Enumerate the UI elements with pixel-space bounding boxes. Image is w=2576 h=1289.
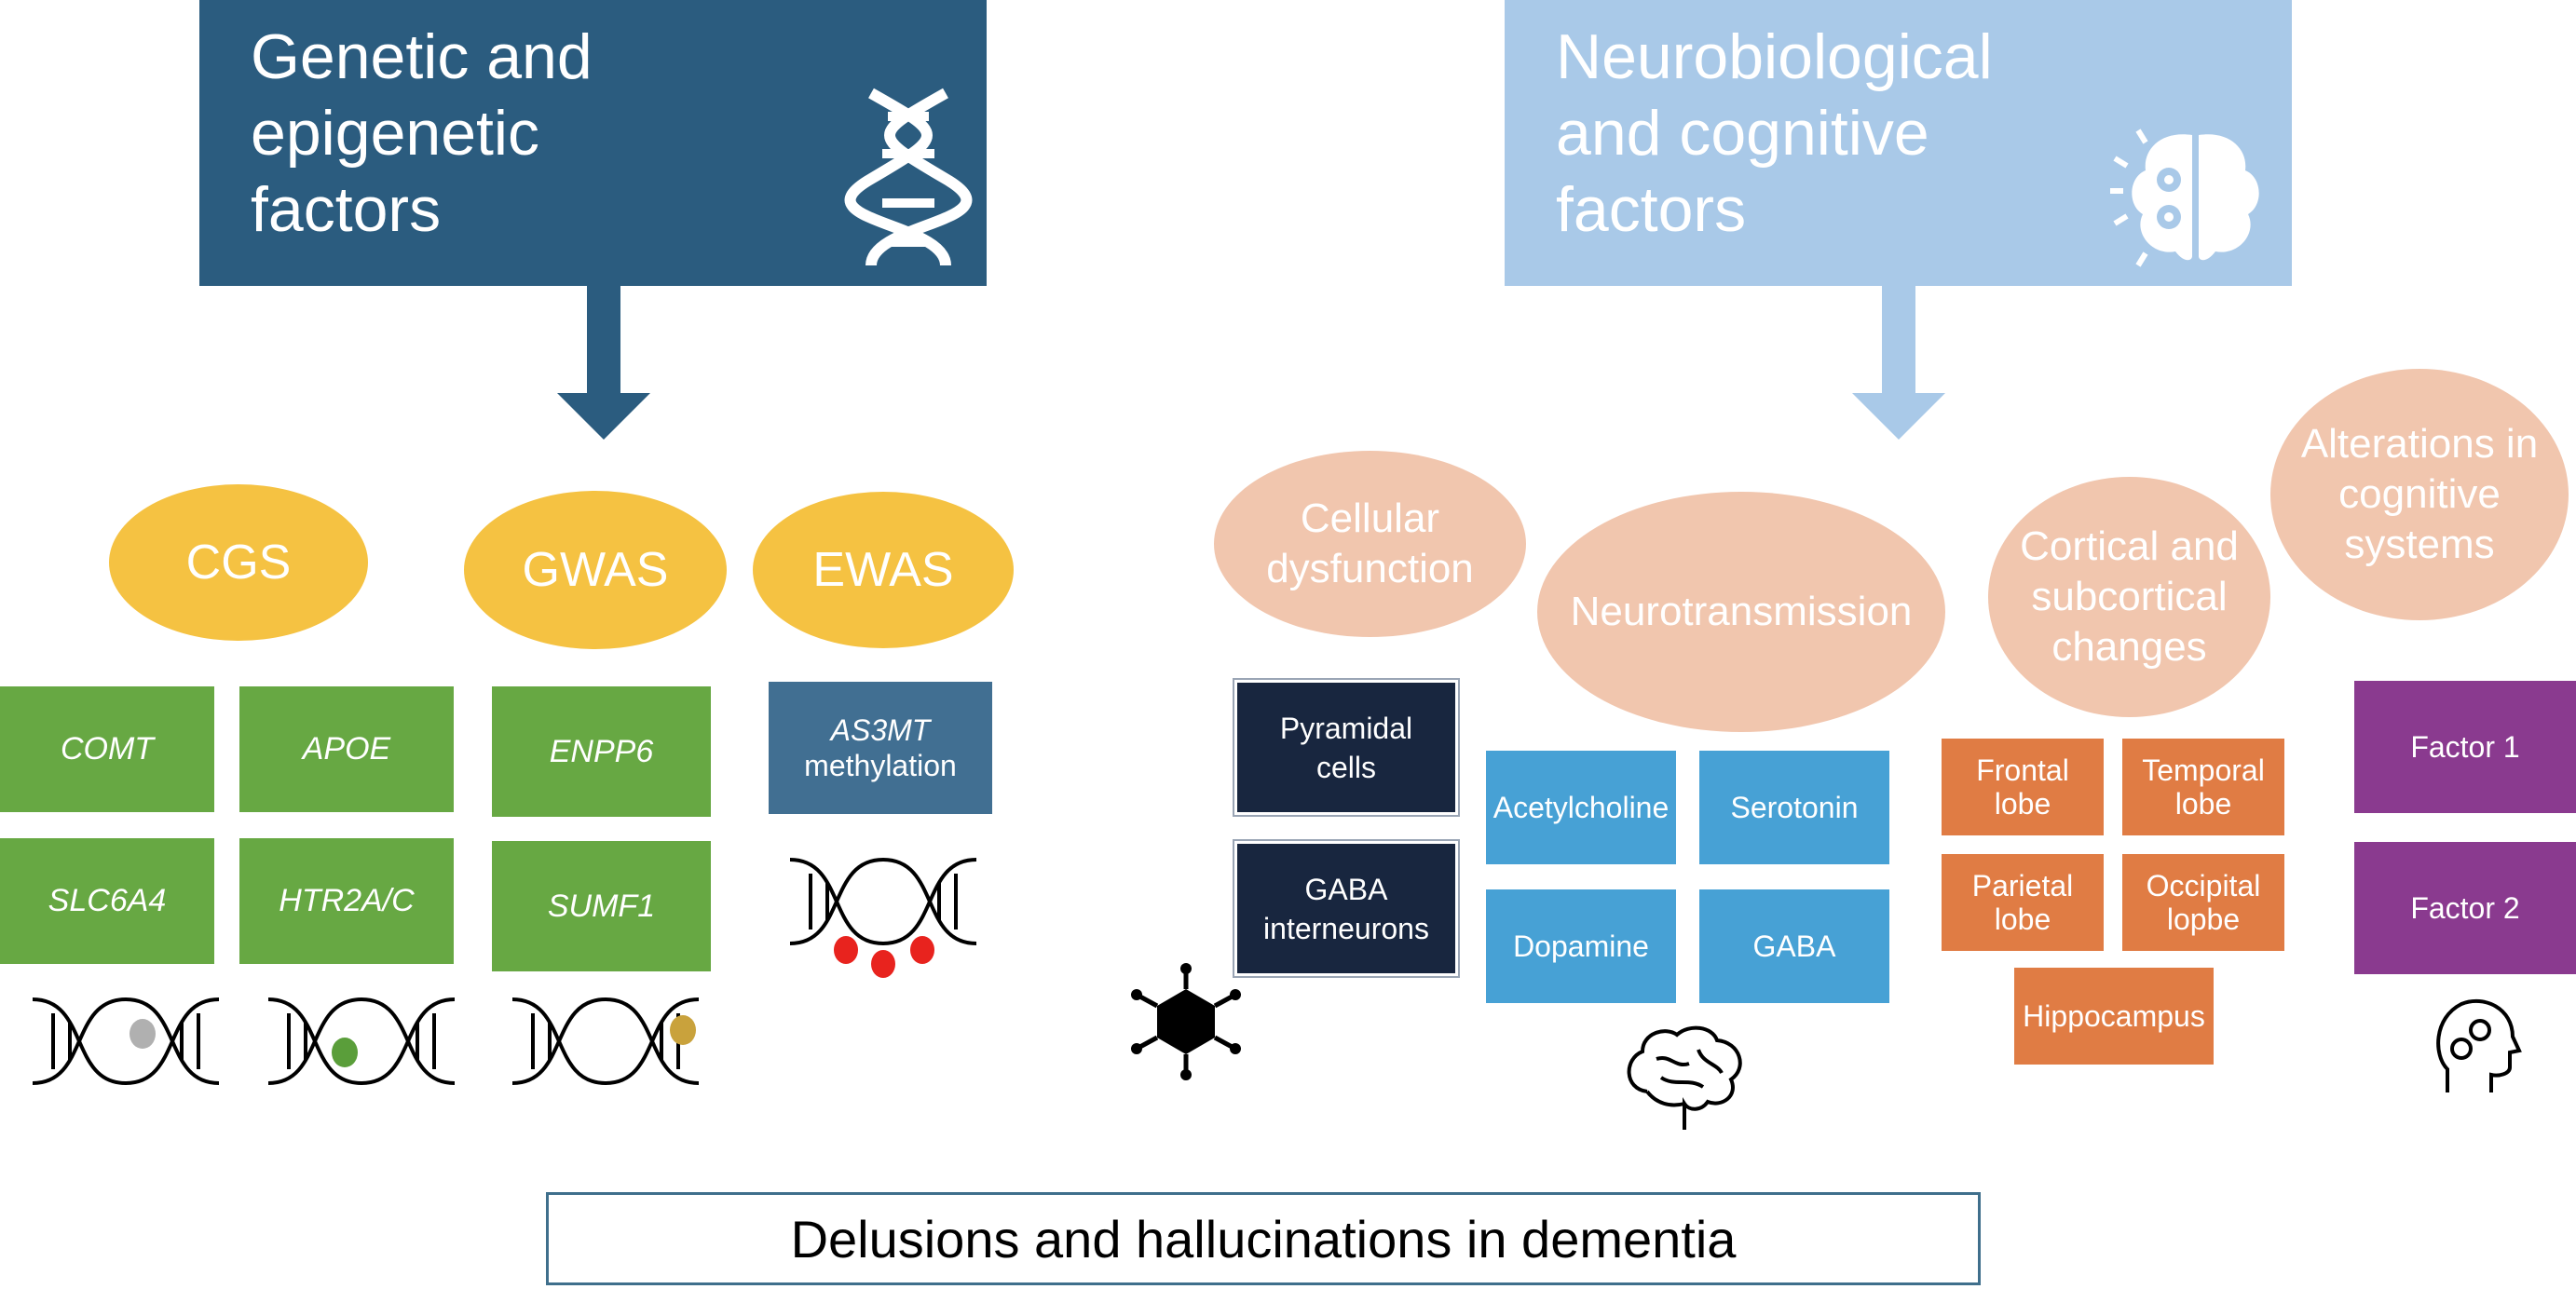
left-header: Genetic and epigenetic factors bbox=[199, 0, 987, 286]
box-line: lobe bbox=[2174, 787, 2232, 821]
outcome-box: Delusions and hallucinations in dementia bbox=[546, 1192, 1981, 1285]
box-line: Occipital bbox=[2146, 869, 2261, 902]
box-line: Parietal bbox=[1971, 869, 2074, 902]
ewas-label: EWAS bbox=[812, 543, 954, 597]
dna-snp-icon bbox=[32, 997, 220, 1086]
pyramidal-cells-box: Pyramidal cells bbox=[1233, 678, 1460, 817]
box-line: Serotonin bbox=[1730, 790, 1859, 824]
box-line: Factor 2 bbox=[2410, 890, 2520, 925]
gene-box-htr2ac: HTR2A/C bbox=[239, 838, 454, 964]
acetylcholine-box: Acetylcholine bbox=[1486, 751, 1676, 864]
dna-snp-icon bbox=[267, 997, 456, 1086]
gene-box-slc6a4: SLC6A4 bbox=[0, 838, 214, 964]
oval-line: Cellular bbox=[1300, 495, 1440, 541]
box-line: Acetylcholine bbox=[1492, 790, 1670, 824]
hippocampus-box: Hippocampus bbox=[2014, 968, 2214, 1065]
gene-box-apoe: APOE bbox=[239, 686, 454, 812]
cognitive-systems-oval: Alterations in cognitive systems bbox=[2270, 369, 2569, 620]
cellular-dysfunction-oval: Cellular dysfunction bbox=[1214, 451, 1526, 637]
left-header-line1: Genetic and bbox=[251, 21, 593, 92]
box-line: Frontal bbox=[1976, 753, 2069, 787]
left-header-line2: epigenetic bbox=[251, 98, 540, 169]
frontal-lobe-box: Frontal lobe bbox=[1942, 739, 2104, 835]
dna-methylation-icon bbox=[789, 857, 977, 978]
oval-line: Neurotransmission bbox=[1570, 589, 1913, 634]
dna-snp-icon bbox=[511, 997, 700, 1086]
gaba-interneurons-box: GABA interneurons bbox=[1233, 839, 1460, 978]
parietal-lobe-box: Parietal lobe bbox=[1942, 854, 2104, 951]
box-line: Dopamine bbox=[1513, 929, 1649, 963]
box-line: lopbe bbox=[2166, 902, 2241, 936]
head-gears-icon bbox=[2436, 998, 2522, 1092]
box-line: interneurons bbox=[1263, 911, 1429, 945]
oval-line: Alterations in bbox=[2300, 421, 2539, 467]
box-line: lobe bbox=[1994, 787, 2051, 821]
factor-1-box: Factor 1 bbox=[2354, 681, 2576, 813]
occipital-lobe-box: Occipital lopbe bbox=[2122, 854, 2284, 951]
gene-label: SUMF1 bbox=[547, 888, 656, 924]
cgs-label: CGS bbox=[185, 536, 292, 590]
right-down-arrow bbox=[1852, 286, 1945, 440]
oval-line: subcortical bbox=[2031, 574, 2228, 619]
gene-label: ENPP6 bbox=[549, 733, 654, 769]
box-line: GABA bbox=[1304, 872, 1388, 906]
dopamine-box: Dopamine bbox=[1486, 889, 1676, 1003]
right-header-line1: Neurobiological bbox=[1556, 21, 1993, 92]
box-line: Pyramidal bbox=[1279, 711, 1413, 745]
oval-line: cognitive bbox=[2338, 471, 2501, 517]
box-line: lobe bbox=[1994, 902, 2051, 936]
as3mt-methylation-box: AS3MT methylation bbox=[769, 682, 992, 814]
oval-line: dysfunction bbox=[1266, 546, 1474, 591]
gene-label: HTR2A/C bbox=[279, 883, 415, 918]
gene-box-sumf1: SUMF1 bbox=[492, 841, 711, 971]
box-line: cells bbox=[1315, 750, 1376, 784]
gwas-label: GWAS bbox=[522, 543, 669, 597]
right-header-line2: and cognitive bbox=[1556, 98, 1929, 169]
neurotransmission-oval: Neurotransmission bbox=[1537, 492, 1945, 732]
temporal-lobe-box: Temporal lobe bbox=[2122, 739, 2284, 835]
as3mt-gene: AS3MT bbox=[830, 713, 931, 747]
box-line: GABA bbox=[1752, 929, 1836, 963]
methylation-label: methylation bbox=[804, 749, 957, 782]
box-line: Temporal bbox=[2142, 753, 2265, 787]
right-header-line3: factors bbox=[1556, 174, 1747, 245]
box-line: Hippocampus bbox=[2023, 999, 2205, 1033]
factor-2-box: Factor 2 bbox=[2354, 842, 2576, 974]
gene-label: APOE bbox=[302, 731, 391, 767]
gaba-box: GABA bbox=[1699, 889, 1889, 1003]
brain-gears-icon bbox=[2110, 129, 2259, 267]
oval-line: Cortical and bbox=[2020, 523, 2239, 569]
left-down-arrow bbox=[557, 286, 650, 440]
oval-line: systems bbox=[2344, 522, 2495, 567]
gene-label: COMT bbox=[60, 731, 155, 767]
ewas-oval: EWAS bbox=[753, 492, 1014, 648]
virus-icon bbox=[1131, 963, 1241, 1080]
gene-box-enpp6: ENPP6 bbox=[492, 686, 711, 817]
box-line: Factor 1 bbox=[2410, 729, 2520, 764]
brain-outline-icon bbox=[1627, 1025, 1742, 1130]
gwas-oval: GWAS bbox=[464, 491, 727, 649]
gene-box-comt: COMT bbox=[0, 686, 214, 812]
cortical-subcortical-oval: Cortical and subcortical changes bbox=[1988, 477, 2270, 717]
outcome-label: Delusions and hallucinations in dementia bbox=[790, 1209, 1737, 1269]
serotonin-box: Serotonin bbox=[1699, 751, 1889, 864]
dna-icon bbox=[844, 88, 973, 267]
cgs-oval: CGS bbox=[109, 484, 368, 641]
left-header-line3: factors bbox=[251, 174, 442, 245]
oval-line: changes bbox=[2051, 624, 2207, 670]
gene-label: SLC6A4 bbox=[48, 883, 167, 918]
